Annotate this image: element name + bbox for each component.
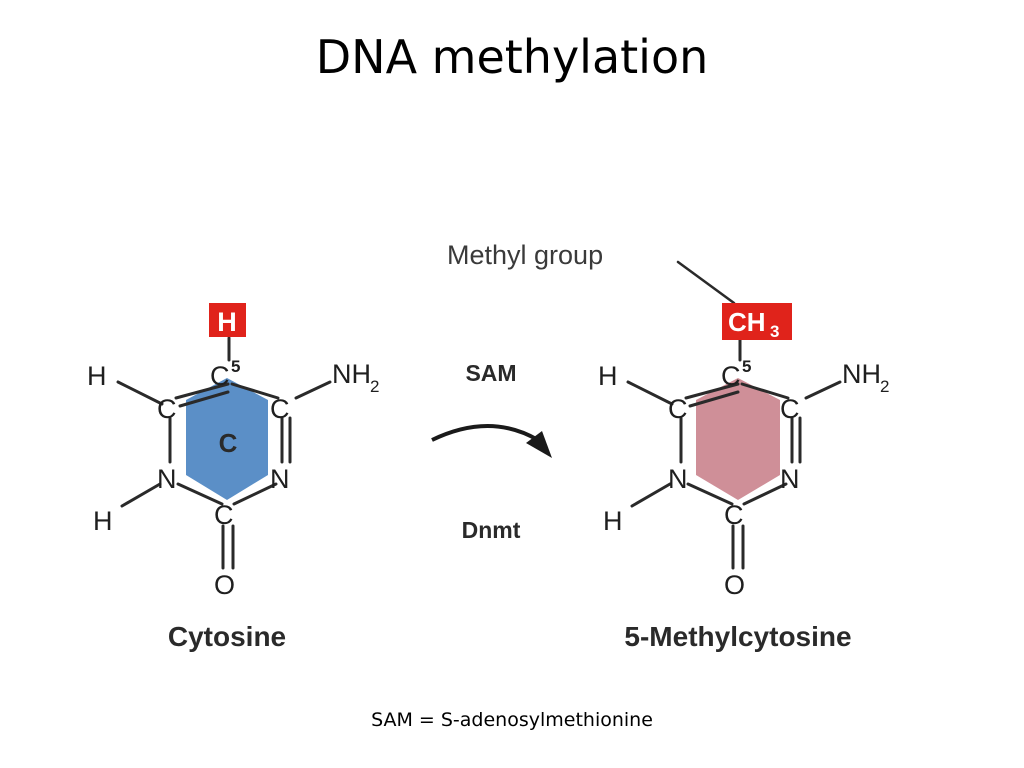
methylcytosine-ch3-subscript: 3 (770, 322, 779, 341)
cytosine-atom-o: O (214, 570, 235, 600)
methylcytosine-atom-nh2-subscript: 2 (880, 377, 889, 396)
cytosine-atom-c5: C (210, 361, 230, 391)
cytosine-h-highlight (209, 303, 246, 337)
cytosine-atom-h-top-left: H (87, 361, 107, 391)
cytosine-atom-c5-superscript: 5 (231, 357, 240, 376)
methyl-group-label: Methyl group (447, 240, 603, 270)
reaction: SAM Dnmt (431, 360, 552, 543)
cytosine-atom-h-bottom-left: H (93, 506, 113, 536)
cytosine-atom-nh2-subscript: 2 (370, 377, 379, 396)
cytosine-name: Cytosine (168, 621, 286, 652)
methylcytosine-name: 5-Methylcytosine (624, 621, 851, 652)
methylcytosine-atom-h-bottom-left: H (603, 506, 623, 536)
methylcytosine-atom-n-right: N (780, 464, 800, 494)
methylcytosine-ch3-highlight (722, 303, 792, 340)
methylcytosine-atom-c5-superscript: 5 (742, 357, 751, 376)
reaction-arrowhead (526, 431, 552, 458)
methylcytosine-atom-c5: C (721, 361, 741, 391)
methylcytosine-atom-h-top-left: H (598, 361, 618, 391)
slide-title: DNA methylation (315, 30, 709, 84)
methylcytosine-atom-o: O (724, 570, 745, 600)
methylcytosine-atom-nh2: NH (842, 359, 881, 389)
cytosine-atom-n-left: N (157, 464, 177, 494)
methylcytosine-molecule: Methyl group CH 3 C 5 H C C NH 2 N N H (447, 240, 889, 652)
cytosine-molecule: H C 5 H C C NH 2 N N H C O C Cytosine (87, 303, 379, 652)
methylcytosine-atom-c-left: C (668, 394, 688, 424)
reaction-arrow (431, 424, 540, 442)
methylcytosine-ring (696, 378, 780, 500)
methylcytosine-ch3-label: CH (728, 307, 766, 337)
reaction-enzyme: Dnmt (462, 517, 521, 543)
methylcytosine-atom-c-right: C (780, 394, 800, 424)
cytosine-atom-c-bottom: C (214, 500, 234, 530)
methylcytosine-atom-n-left: N (668, 464, 688, 494)
reaction-cofactor: SAM (465, 360, 516, 386)
methylcytosine-atom-c-bottom: C (724, 500, 744, 530)
cytosine-h-highlight-label: H (217, 307, 237, 337)
cytosine-ring-label: C (219, 428, 238, 458)
cytosine-ring (186, 378, 268, 500)
cytosine-atom-nh2: NH (332, 359, 371, 389)
methyl-group-leader (676, 260, 736, 305)
cytosine-atom-c-left: C (157, 394, 177, 424)
cytosine-atom-n-right: N (270, 464, 290, 494)
cytosine-atom-c-right: C (270, 394, 290, 424)
footnote-caption: SAM = S-adenosylmethionine (371, 709, 653, 731)
